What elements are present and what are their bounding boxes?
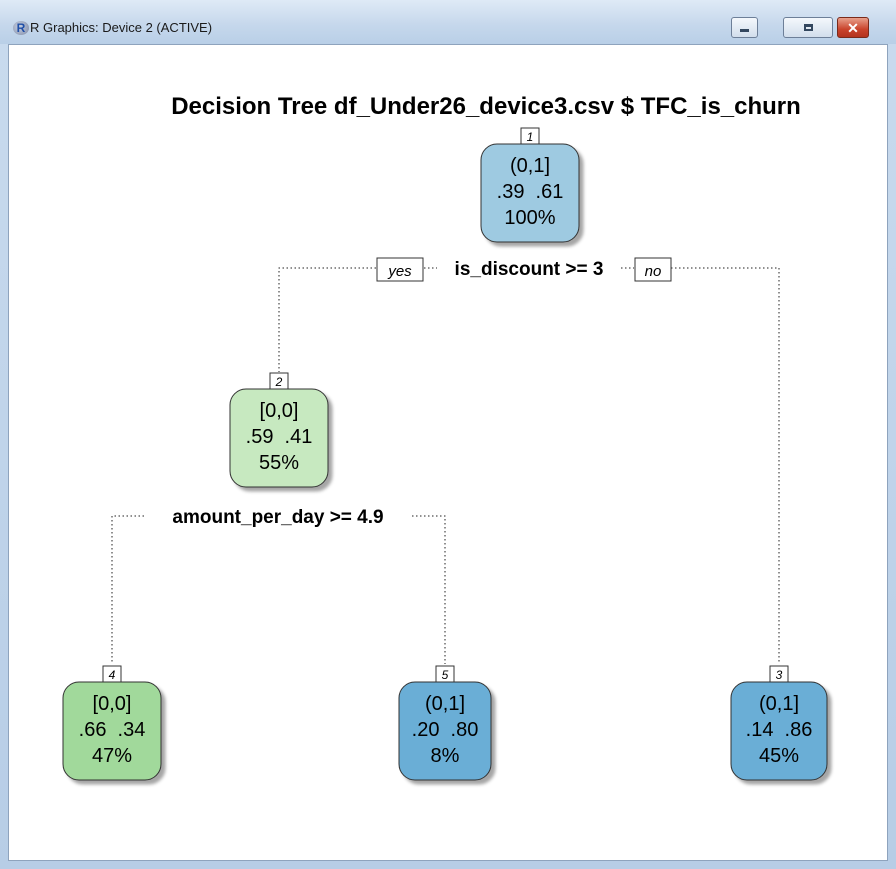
- node-number: 5: [442, 668, 449, 682]
- yes-tag: [376, 257, 424, 282]
- node-number: 1: [527, 130, 534, 144]
- node-percentage: 55%: [259, 452, 299, 474]
- maximize-icon: [803, 24, 813, 31]
- node-box: [398, 681, 492, 781]
- no-tag: [634, 257, 672, 282]
- tree-node-3: 3 (0,1] .14 .86 45%: [730, 665, 828, 781]
- branch-line-yes: [278, 267, 376, 372]
- minimize-button[interactable]: [731, 17, 758, 38]
- minimize-icon: [740, 29, 749, 32]
- tree-node-5: 5 (0,1] .20 .80 8%: [398, 665, 492, 781]
- node-number: 2: [275, 375, 283, 389]
- title-bar[interactable]: R R Graphics: Device 2 (ACTIVE) ✕: [0, 0, 896, 44]
- node-box: [730, 681, 828, 781]
- maximize-button[interactable]: [783, 17, 833, 38]
- node-class-label: (0,1]: [510, 155, 550, 177]
- node-probabilities: .39 .61: [497, 181, 564, 203]
- split-label-root: is_discount >= 3: [455, 259, 604, 280]
- node-number: 4: [109, 668, 116, 682]
- close-icon: ✕: [847, 19, 859, 36]
- node-percentage: 8%: [431, 745, 460, 767]
- node-probabilities: .20 .80: [412, 719, 479, 741]
- node-box: [62, 681, 162, 781]
- node-box: [480, 143, 580, 243]
- tree-title: Decision Tree df_Under26_device3.csv $ T…: [171, 93, 801, 120]
- node-percentage: 47%: [92, 745, 132, 767]
- r-logo-icon: R: [13, 21, 29, 35]
- node-class-label: [0,0]: [93, 693, 132, 715]
- node-class-label: [0,0]: [260, 400, 299, 422]
- node-probabilities: .66 .34: [79, 719, 146, 741]
- close-button[interactable]: ✕: [837, 17, 869, 38]
- tree-node-4: 4 [0,0] .66 .34 47%: [62, 665, 162, 781]
- node-class-label: (0,1]: [759, 693, 799, 715]
- node-box: [229, 388, 329, 488]
- split-label-node2: amount_per_day >= 4.9: [172, 507, 383, 528]
- window-title: R Graphics: Device 2 (ACTIVE): [30, 20, 213, 35]
- tree-node-2: 2 [0,0] .59 .41 55%: [229, 372, 329, 488]
- tree-nodes: 1 (0,1] .39 .61 100% 2 [0,0] .59 .41 55% 4 [0,0].…: [62, 127, 828, 781]
- node-percentage: 100%: [504, 207, 555, 229]
- branch-line-no: [671, 267, 780, 664]
- tree-node-1: 1 (0,1] .39 .61 100%: [480, 127, 580, 243]
- no-label: no: [645, 263, 662, 280]
- node-probabilities: .14 .86: [746, 719, 813, 741]
- node-percentage: 45%: [759, 745, 799, 767]
- node-class-label: (0,1]: [425, 693, 465, 715]
- node-number: 3: [776, 668, 783, 682]
- branch-line-right: [412, 515, 446, 664]
- node-probabilities: .59 .41: [246, 426, 313, 448]
- branch-line-left: [111, 515, 144, 664]
- yes-label: yes: [387, 263, 412, 280]
